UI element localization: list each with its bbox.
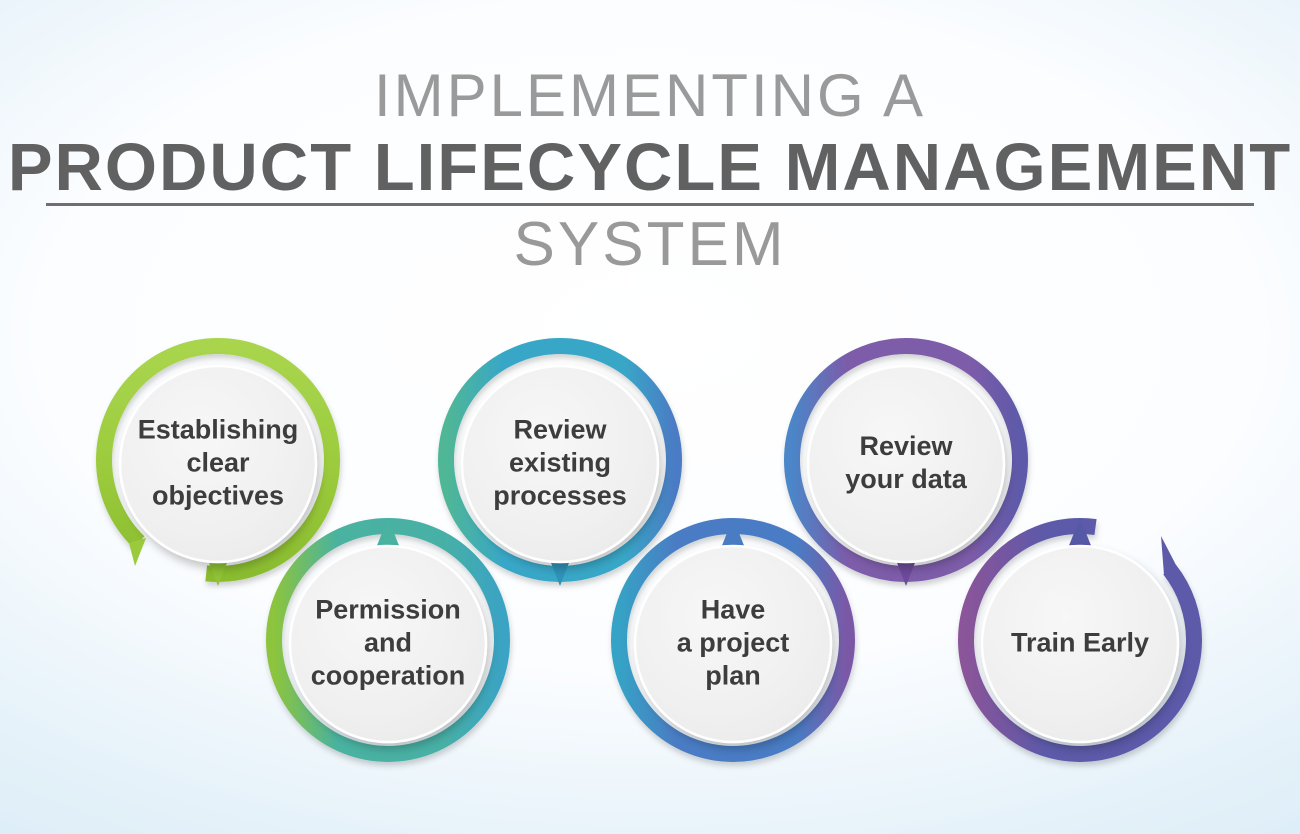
title-line-3: SYSTEM <box>513 210 787 279</box>
node-3-disc <box>460 364 660 564</box>
node-2-label: Permission and cooperation <box>310 594 466 691</box>
title-underline <box>46 203 1254 206</box>
title-line-1: IMPLEMENTING A <box>373 62 927 129</box>
node-5-label: Review your data <box>845 431 967 494</box>
title-line-2: PRODUCT LIFECYCLE MANAGEMENT <box>7 130 1293 205</box>
node-3-label: Review existing processes <box>493 414 627 511</box>
node-2-disc <box>288 544 488 744</box>
node-5-disc <box>806 364 1006 564</box>
node-1-disc <box>118 364 318 564</box>
node-6-label: Train Early <box>1010 627 1150 658</box>
node-4-label: Have a project plan <box>676 594 790 691</box>
node-6-disc <box>980 544 1180 744</box>
node-1-tail <box>129 538 146 566</box>
node-4-disc <box>633 544 833 744</box>
discs-layer <box>118 364 1180 744</box>
node-1-label: Establishing clear objectives <box>137 414 299 511</box>
node-6-tail <box>1161 536 1176 575</box>
